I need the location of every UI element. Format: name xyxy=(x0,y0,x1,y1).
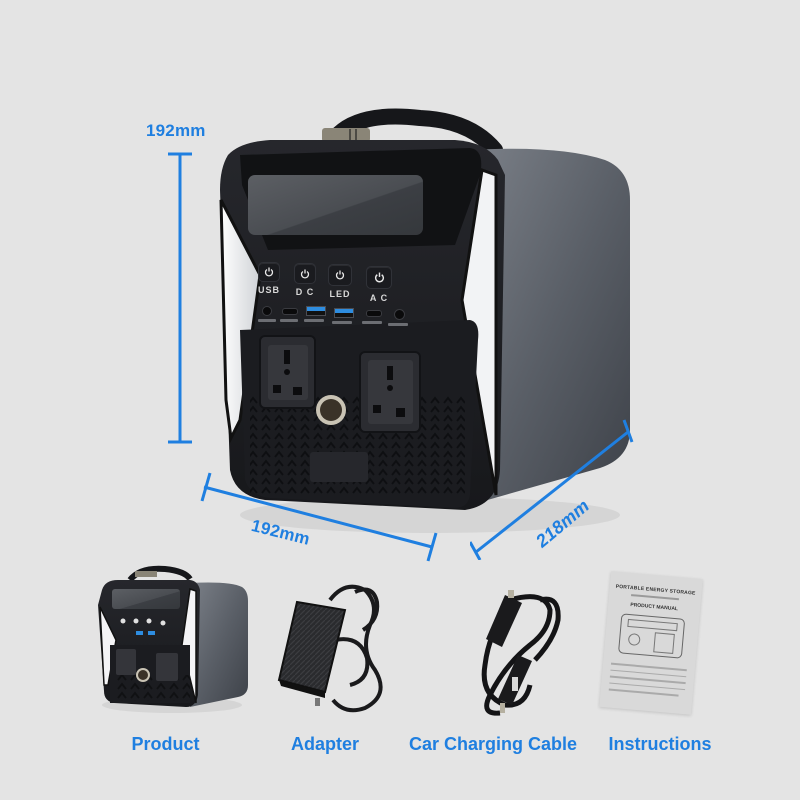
usb-a-port xyxy=(306,306,326,316)
port-label xyxy=(332,321,352,324)
dc-jack-port xyxy=(394,309,405,320)
car-charging-cable-image xyxy=(481,590,561,716)
height-dimension-label: 192mm xyxy=(146,121,206,140)
power-station-main-image xyxy=(219,108,630,533)
manual-title: PORTABLE ENERGY STORAGE xyxy=(615,583,696,597)
dc-button-label: D C xyxy=(295,287,315,297)
accessory-label-adapter: Adapter xyxy=(290,734,359,754)
instructions-booklet: PORTABLE ENERGY STORAGE PRODUCT MANUAL xyxy=(599,571,703,715)
depth-dimension-line xyxy=(470,419,634,560)
product-thumbnail xyxy=(98,565,248,713)
port-row xyxy=(258,305,418,331)
adapter-image xyxy=(277,584,383,713)
usb-a-port xyxy=(334,308,354,318)
control-buttons: USB D C LED A C xyxy=(258,262,418,312)
usb-power-button[interactable]: USB xyxy=(258,262,280,295)
ac-power-button[interactable]: A C xyxy=(366,266,392,303)
manual-diagram xyxy=(617,613,686,659)
ac-button-label: A C xyxy=(369,293,389,303)
port-label xyxy=(258,319,276,322)
manual-line xyxy=(631,594,680,601)
accessory-label-car-charging-cable: Car Charging Cable xyxy=(408,734,578,754)
height-dimension-line xyxy=(168,152,192,444)
power-icon xyxy=(258,262,280,282)
accessory-label-instructions: Instructions xyxy=(608,734,712,754)
power-icon xyxy=(366,266,392,289)
dc-power-button[interactable]: D C xyxy=(294,263,316,297)
accessory-label-product: Product xyxy=(131,734,200,754)
power-icon xyxy=(328,264,352,286)
led-button-label: LED xyxy=(329,289,351,299)
width-dimension-line xyxy=(200,472,438,562)
usb-c-port xyxy=(366,310,382,317)
usb-button-label: USB xyxy=(258,285,281,295)
port-label xyxy=(280,319,298,322)
dc-jack-port xyxy=(262,306,272,316)
led-power-button[interactable]: LED xyxy=(328,264,352,299)
port-label xyxy=(388,323,408,326)
usb-c-port xyxy=(282,308,298,315)
manual-subtitle: PRODUCT MANUAL xyxy=(630,602,679,613)
power-icon xyxy=(294,263,316,284)
port-label xyxy=(362,321,382,324)
port-label xyxy=(304,319,324,322)
